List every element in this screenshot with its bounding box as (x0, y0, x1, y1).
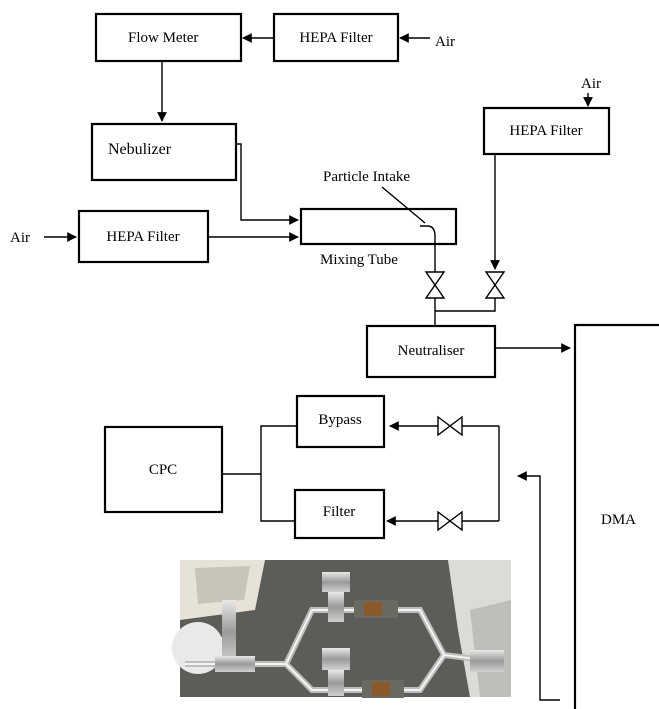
valve-right-icon (486, 272, 504, 298)
bypass-label: Bypass (318, 412, 362, 428)
cpc-label: CPC (149, 462, 177, 478)
tubing-photo (172, 560, 511, 698)
flow-meter-label: Flow Meter (128, 30, 198, 46)
neutraliser-label: Neutraliser (398, 343, 465, 359)
mixing-tube-box (301, 209, 456, 244)
filter-label: Filter (323, 504, 356, 520)
air-left-label: Air (10, 230, 30, 246)
mixing-tube-label: Mixing Tube (320, 252, 398, 268)
air-right-label: Air (581, 76, 601, 92)
line-valve-right-join (435, 298, 495, 311)
air-top-label: Air (435, 34, 455, 50)
dma-label: DMA (601, 512, 636, 528)
particle-intake-label: Particle Intake (323, 169, 410, 185)
valve-filter-icon (438, 512, 462, 530)
hepa-filter-top-label: HEPA Filter (299, 30, 372, 46)
hepa-filter-right-label: HEPA Filter (509, 123, 582, 139)
arrow-dma-to-branch (518, 476, 560, 700)
valve-bypass-icon (438, 417, 462, 435)
line-cpc-branches (261, 426, 297, 521)
valve-left-icon (426, 272, 444, 298)
nebulizer-label: Nebulizer (108, 141, 172, 158)
arrow-nebulizer-to-mixing-tube (236, 144, 298, 220)
hepa-filter-left-label: HEPA Filter (106, 229, 179, 245)
